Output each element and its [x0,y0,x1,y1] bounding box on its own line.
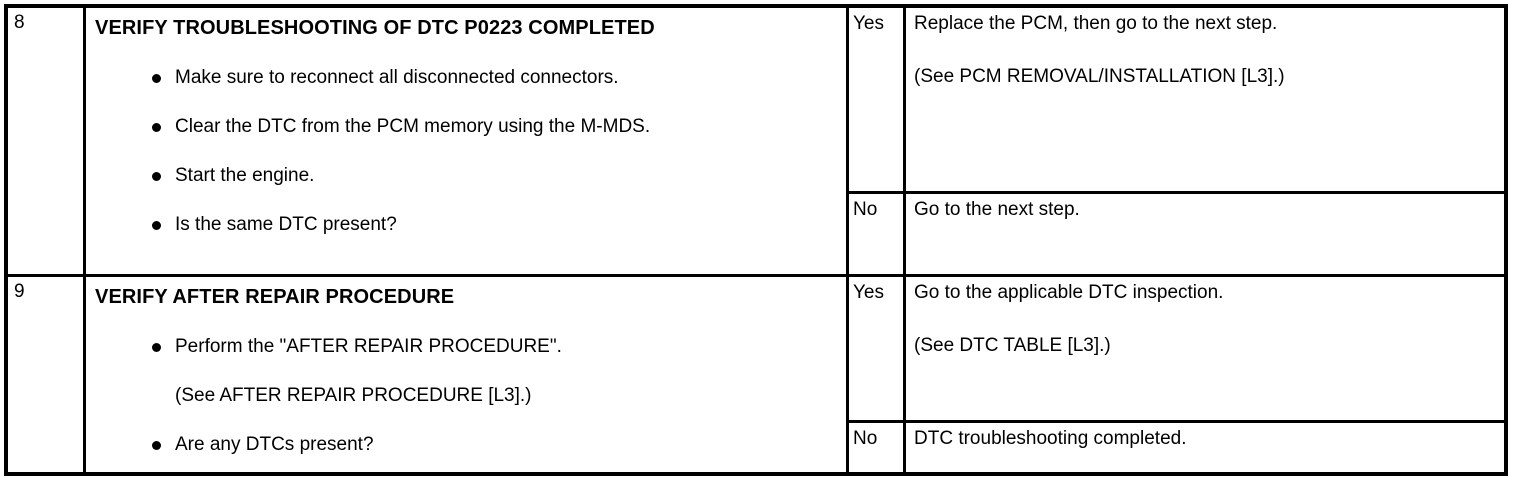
step-bullet-list-continued: Are any DTCs present? [95,433,836,456]
step-description-cell: VERIFY AFTER REPAIR PROCEDURE Perform th… [86,277,849,476]
list-item-label: Is the same DTC present? [175,214,397,235]
list-item-label: Start the engine. [175,165,315,186]
answer-action-line1: Go to the next step. [914,199,1080,220]
list-item: Are any DTCs present? [95,433,836,456]
bullet-dot-icon [152,441,161,450]
answer-action-line1: Replace the PCM, then go to the next ste… [914,13,1278,34]
list-item: Clear the DTC from the PCM memory using … [95,115,836,138]
answer-action-line2: (See PCM REMOVAL/INSTALLATION [L3].) [914,66,1285,87]
step-title: VERIFY TROUBLESHOOTING OF DTC P0223 COMP… [95,17,655,39]
answer-column: Yes Replace the PCM, then go to the next… [849,8,1504,274]
step-reference-note: (See AFTER REPAIR PROCEDURE [L3].) [175,385,532,406]
table-row: 9 VERIFY AFTER REPAIR PROCEDURE Perform … [8,274,1504,476]
bullet-dot-icon [152,221,161,230]
step-number: 9 [14,281,25,302]
step-bullet-list: Make sure to reconnect all disconnected … [95,66,836,236]
step-number: 8 [14,12,25,33]
bullet-dot-icon [152,172,161,181]
answer-action-yes: Replace the PCM, then go to the next ste… [906,8,1504,191]
answer-label-no: No [849,194,906,274]
answer-label-yes: Yes [849,8,906,191]
step-number-cell: 8 [8,8,86,274]
list-item-label: Make sure to reconnect all disconnected … [175,67,619,88]
answer-column: Yes Go to the applicable DTC inspection.… [849,277,1504,476]
answer-action-line1: Go to the applicable DTC inspection. [914,282,1224,303]
answer-row-yes: Yes Go to the applicable DTC inspection.… [849,277,1504,420]
table-row: 8 VERIFY TROUBLESHOOTING OF DTC P0223 CO… [8,8,1504,274]
answer-action-line1: DTC troubleshooting completed. [914,428,1187,449]
step-number-cell: 9 [8,277,86,476]
bullet-dot-icon [152,343,161,352]
list-item: Perform the "AFTER REPAIR PROCEDURE". [95,335,836,358]
bullet-dot-icon [152,74,161,83]
answer-action-line2: (See DTC TABLE [L3].) [914,335,1111,356]
list-item-label: Clear the DTC from the PCM memory using … [175,116,651,137]
answer-label-yes: Yes [849,277,906,420]
list-item: Start the engine. [95,164,836,187]
list-item-label: Perform the "AFTER REPAIR PROCEDURE". [175,336,562,357]
list-item: Make sure to reconnect all disconnected … [95,66,836,89]
list-item: Is the same DTC present? [95,213,836,236]
bullet-dot-icon [152,123,161,132]
answer-action-yes: Go to the applicable DTC inspection. (Se… [906,277,1504,420]
dtc-troubleshooting-table: 8 VERIFY TROUBLESHOOTING OF DTC P0223 CO… [4,4,1508,476]
answer-row-yes: Yes Replace the PCM, then go to the next… [849,8,1504,191]
step-bullet-list: Perform the "AFTER REPAIR PROCEDURE". [95,335,836,358]
answer-action-no: Go to the next step. [906,194,1504,274]
answer-row-no: No DTC troubleshooting completed. [849,420,1504,476]
answer-action-no: DTC troubleshooting completed. [906,423,1504,476]
answer-row-no: No Go to the next step. [849,191,1504,274]
step-title: VERIFY AFTER REPAIR PROCEDURE [95,286,455,308]
list-item-label: Are any DTCs present? [175,434,374,455]
answer-label-no: No [849,423,906,476]
step-description-cell: VERIFY TROUBLESHOOTING OF DTC P0223 COMP… [86,8,849,274]
